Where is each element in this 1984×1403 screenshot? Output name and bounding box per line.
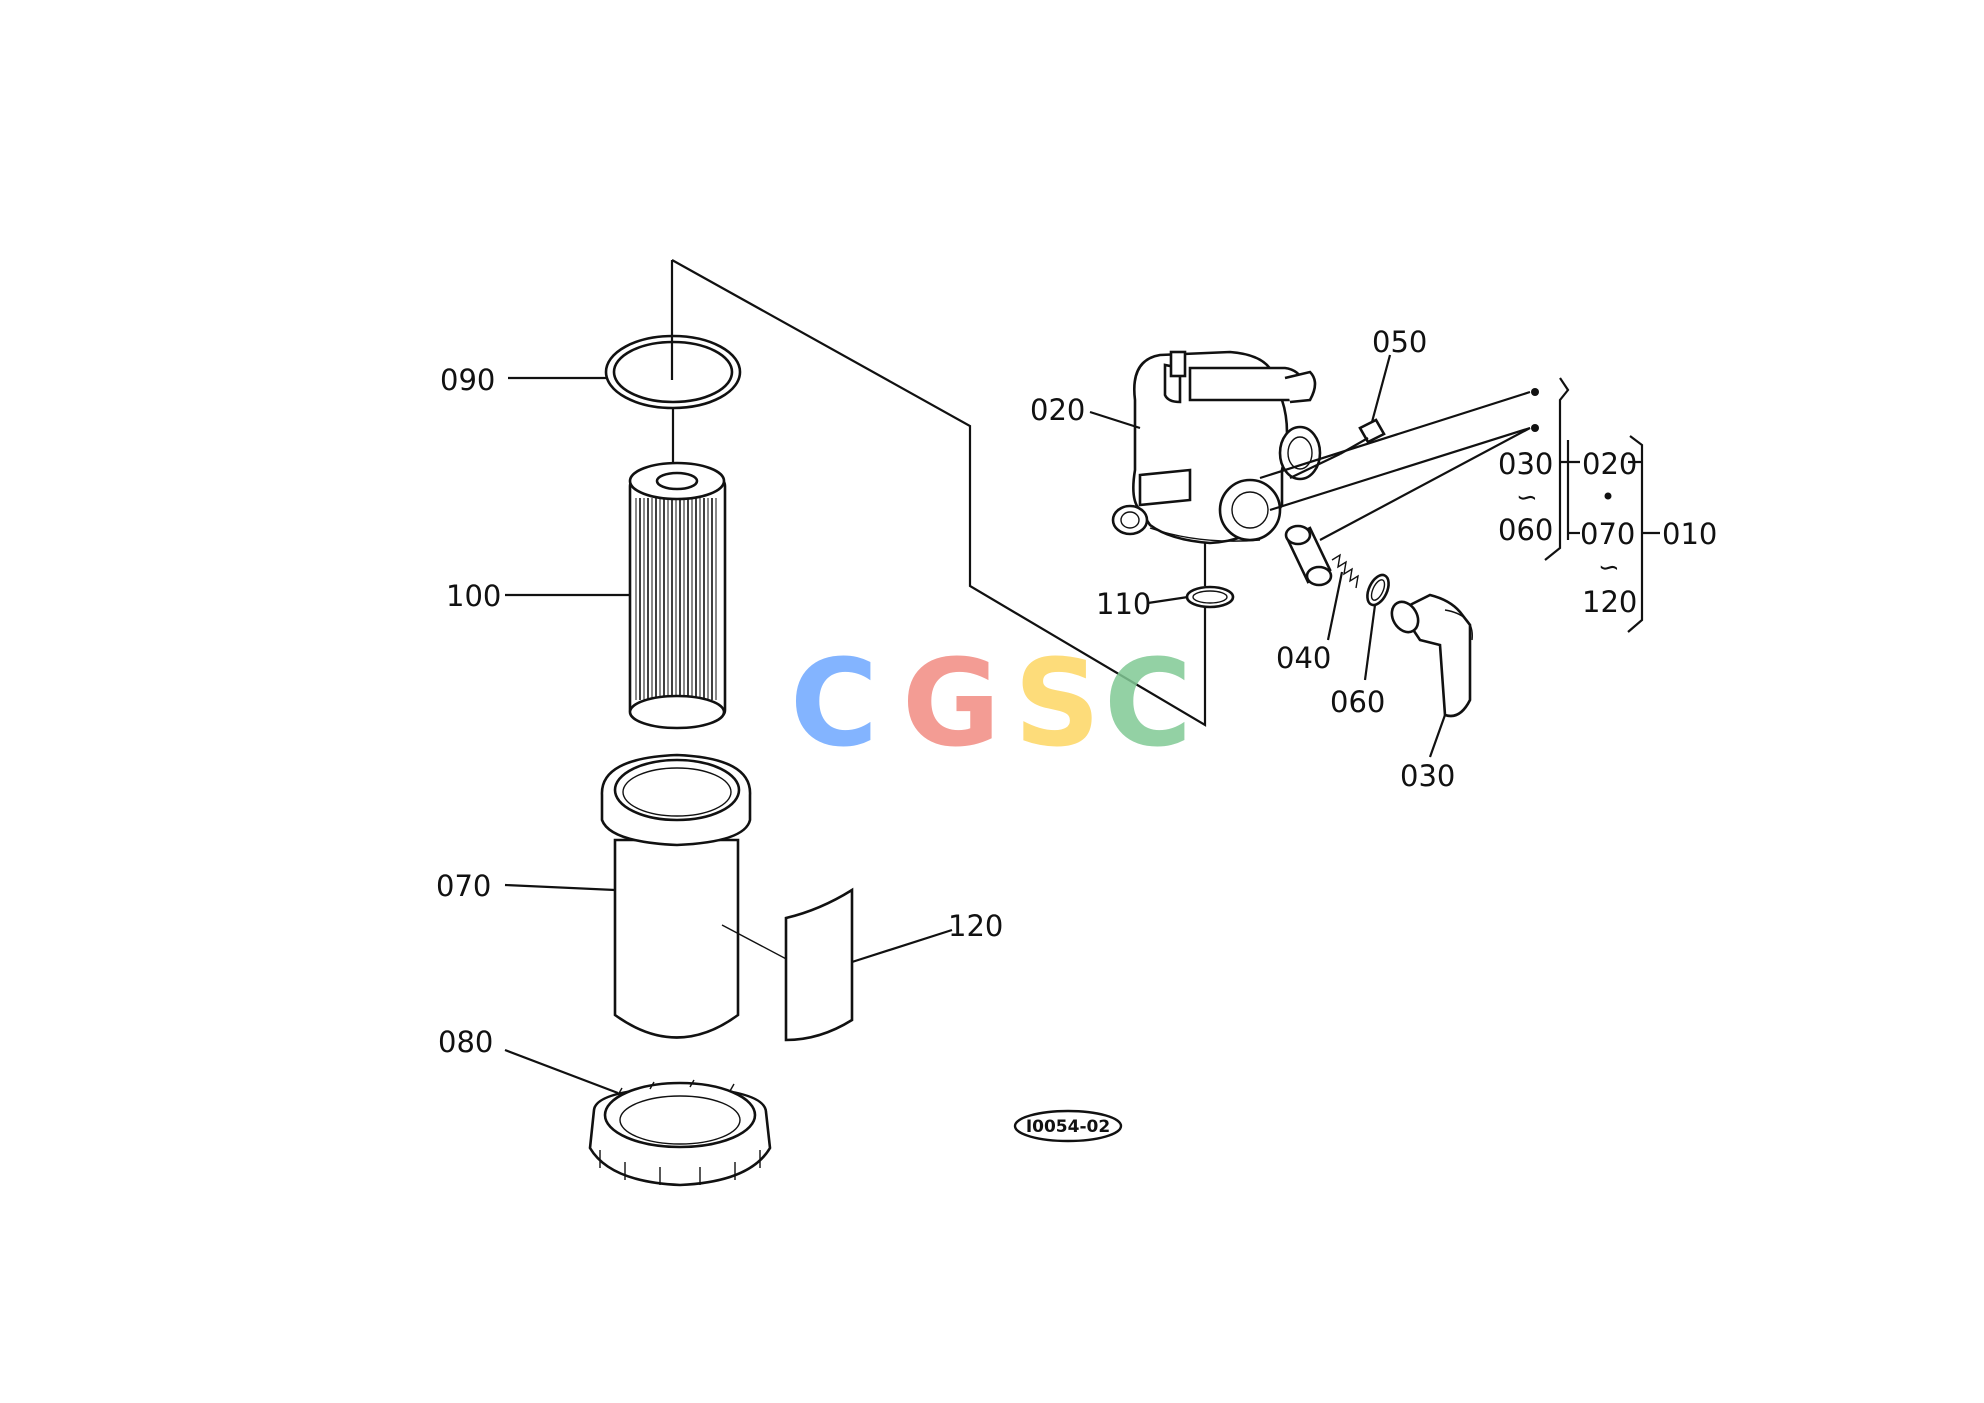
kit-bracket: 030 ∽ 060 020 070 ∽ 120 010 xyxy=(1498,377,1717,633)
leader-040 xyxy=(1326,571,1344,641)
kit-col1-sep: ∽ xyxy=(1516,483,1538,513)
leader-070 xyxy=(504,883,616,892)
kit-assembly: 010 xyxy=(1662,517,1717,551)
axis-line-3 xyxy=(1319,427,1531,541)
leader-050 xyxy=(1370,354,1392,423)
label-070: 070 xyxy=(436,869,491,903)
drawing-reference-text: I0054-02 xyxy=(1026,1117,1110,1137)
watermark-letter-2: G xyxy=(902,635,1001,774)
ring-nut-080 xyxy=(588,1079,772,1187)
kit-col2-top: 020 xyxy=(1582,447,1637,481)
label-080: 080 xyxy=(438,1025,493,1059)
kit-col2-mid: 070 xyxy=(1580,517,1635,551)
axis-dot-2 xyxy=(1531,424,1539,432)
axis-line-1 xyxy=(1259,390,1531,480)
watermark-letter-1: C xyxy=(790,635,878,774)
axis-line-2 xyxy=(1269,426,1531,512)
drawing-reference: I0054-02 xyxy=(1013,1109,1123,1143)
o-ring-090 xyxy=(604,260,742,410)
o-ring-060 xyxy=(1366,573,1390,607)
cock-lever-030 xyxy=(1390,593,1473,718)
filter-head-020 xyxy=(1111,350,1322,545)
label-020: 020 xyxy=(1030,393,1085,427)
o-ring-110 xyxy=(1185,543,1235,609)
label-040: 040 xyxy=(1276,641,1331,675)
kit-col1-top: 030 xyxy=(1498,447,1553,481)
label-090: 090 xyxy=(440,363,495,397)
label-sheet-120 xyxy=(784,887,854,1042)
label-050: 050 xyxy=(1372,325,1427,359)
label-100: 100 xyxy=(446,579,501,613)
leader-020 xyxy=(1089,410,1141,430)
label-120: 120 xyxy=(948,909,1003,943)
axis-dot-1 xyxy=(1531,388,1539,396)
label-060: 060 xyxy=(1330,685,1385,719)
leader-120 xyxy=(851,928,953,964)
kit-col1-bottom: 060 xyxy=(1498,513,1553,547)
leader-080 xyxy=(504,1048,619,1095)
watermark: C G S C xyxy=(790,635,1192,774)
assembly-guide-line xyxy=(671,259,1207,727)
cock-plug xyxy=(1284,524,1333,587)
leader-060 xyxy=(1363,604,1377,681)
label-030: 030 xyxy=(1400,759,1455,793)
kit-col2-bottom: 120 xyxy=(1582,585,1637,619)
watermark-letter-4: C xyxy=(1104,635,1192,774)
spring-040 xyxy=(1331,553,1359,589)
screw-050 xyxy=(1289,418,1386,479)
filter-element-100 xyxy=(628,408,727,730)
filter-bowl-070 xyxy=(600,753,793,1039)
kit-col2-sep: ∽ xyxy=(1598,553,1620,583)
label-110: 110 xyxy=(1096,587,1151,621)
leader-110 xyxy=(1147,595,1189,605)
leader-030 xyxy=(1428,714,1447,758)
watermark-letter-3: S xyxy=(1014,635,1100,774)
